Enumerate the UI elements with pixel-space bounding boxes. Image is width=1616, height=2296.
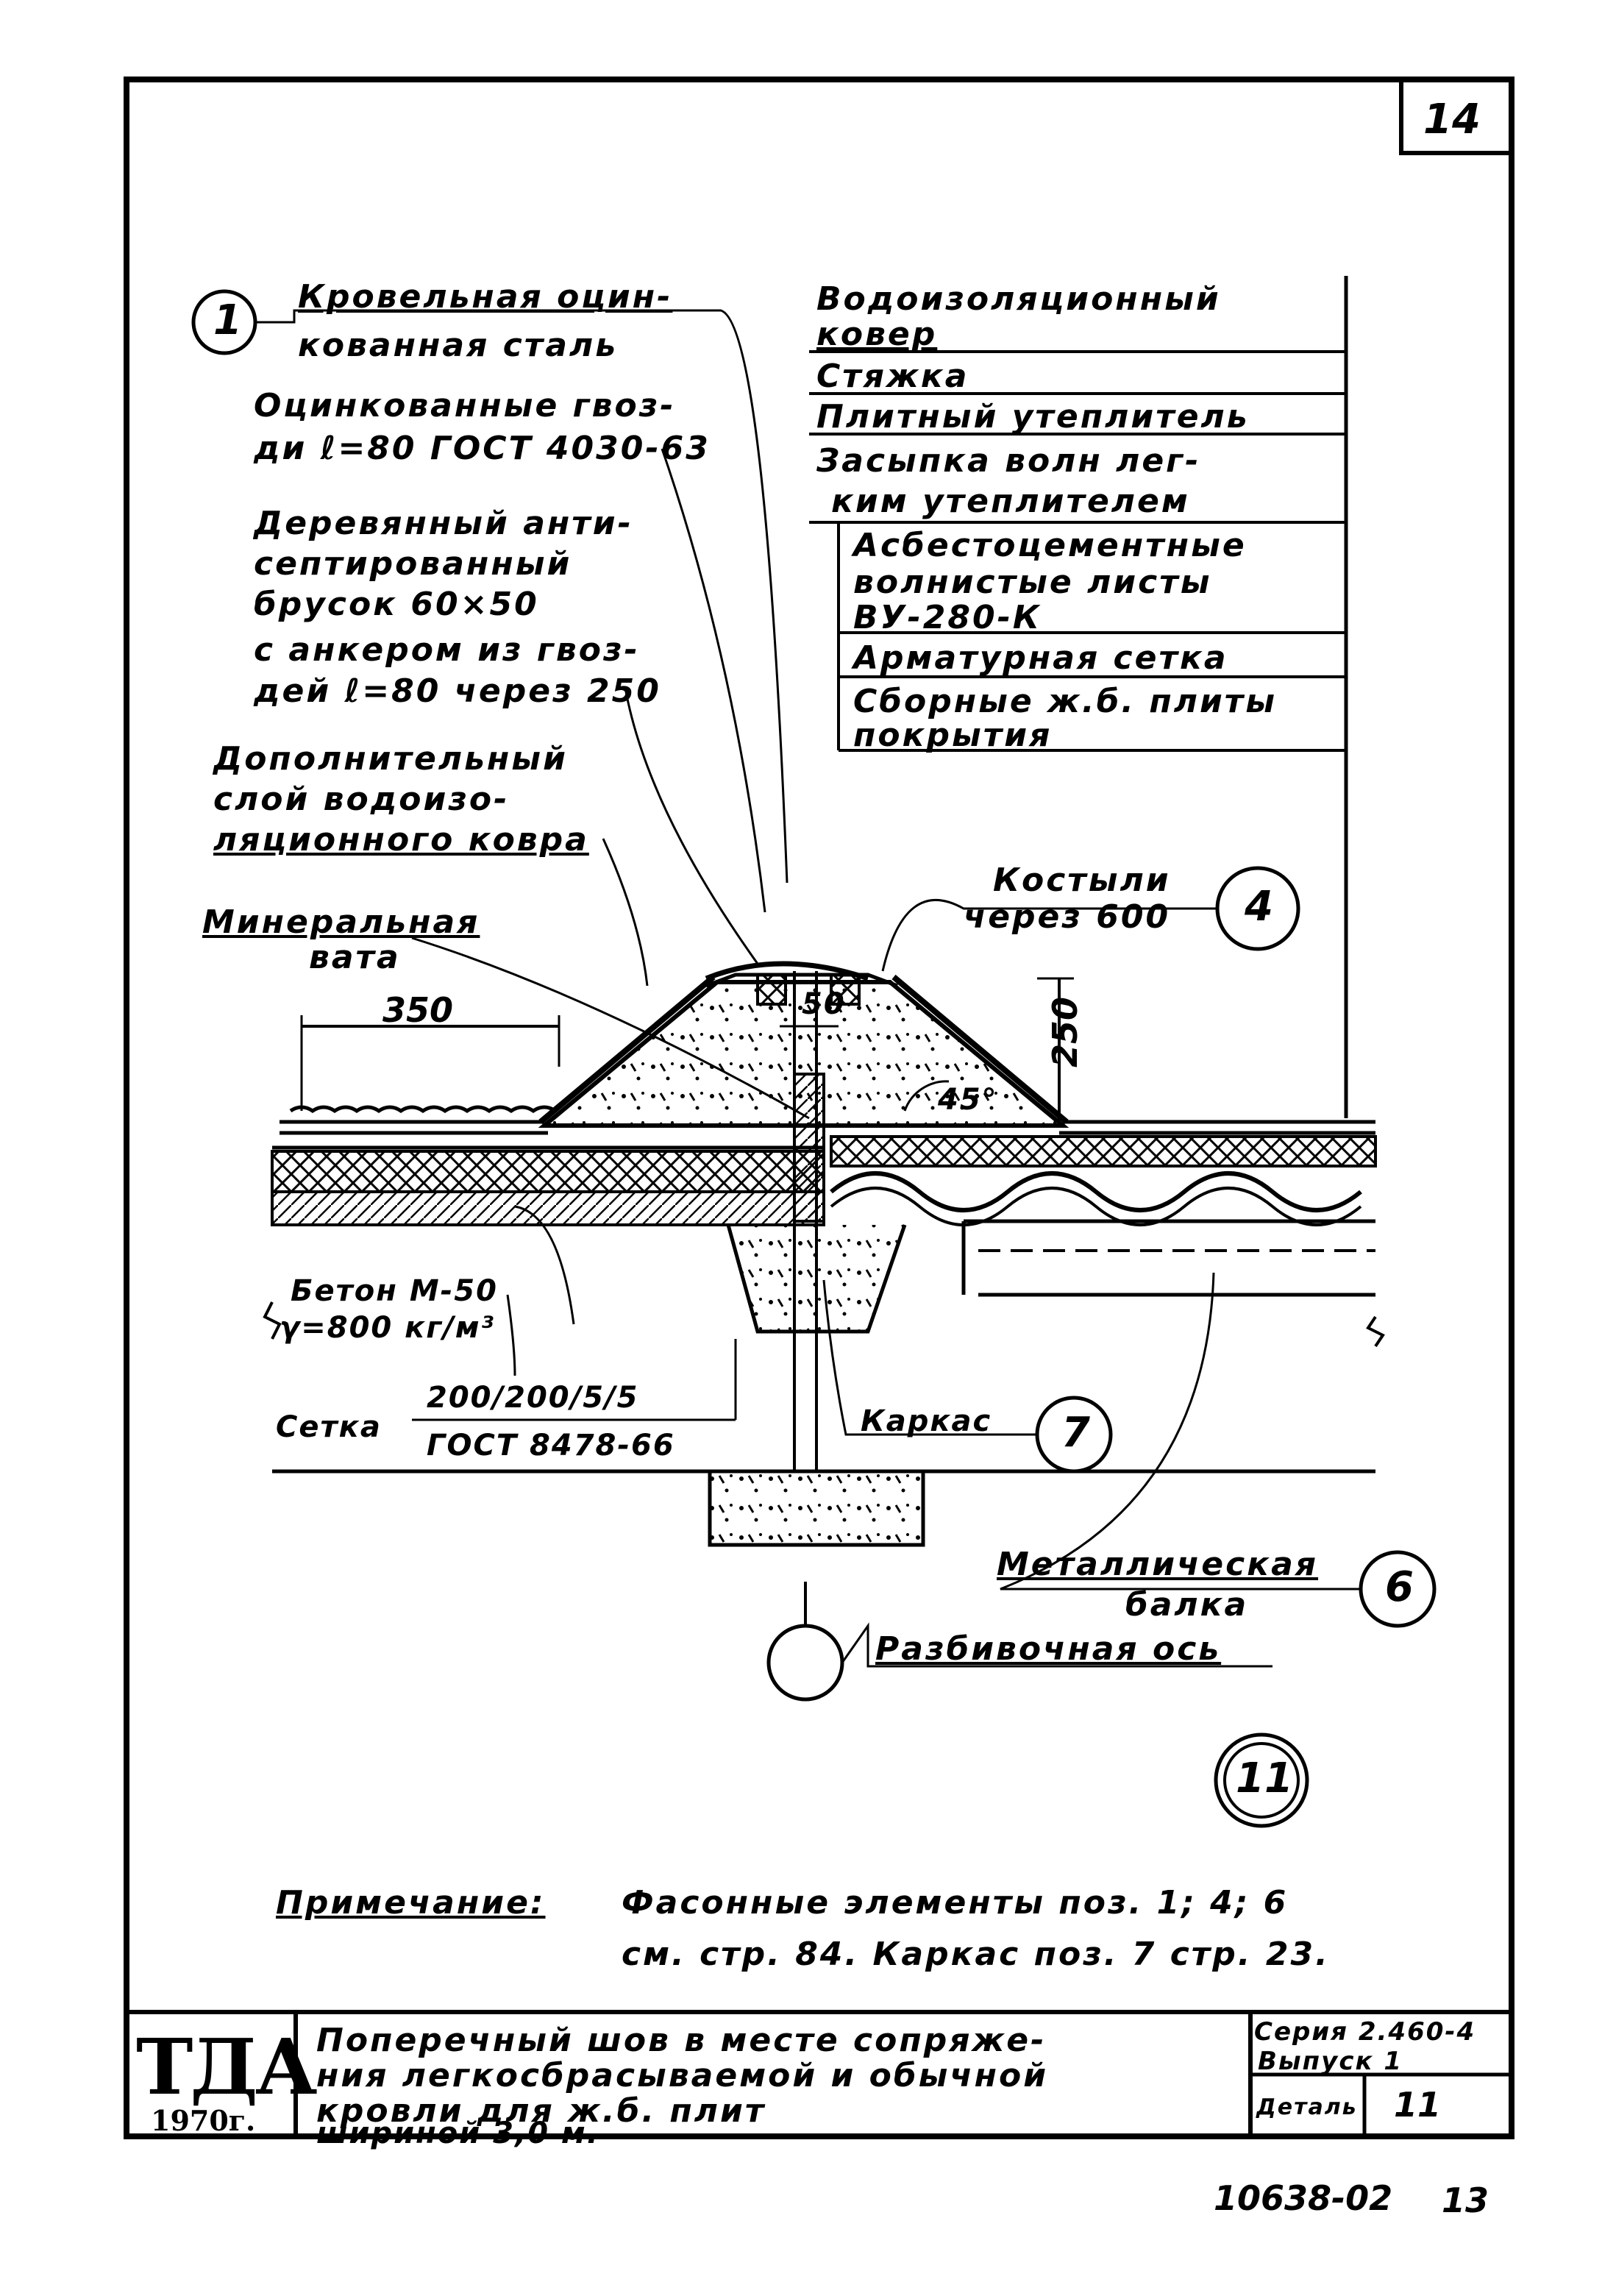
- layer-fill-1: Засыпка волн лег-: [816, 442, 1201, 480]
- callout-1-line2: кованная сталь: [298, 327, 619, 364]
- detail-circle-number: 11: [1236, 1755, 1293, 1802]
- mesh-label: Сетка: [276, 1410, 382, 1444]
- dimension-350: 350: [382, 990, 454, 1030]
- layer-sheets-3: ВУ-280-К: [853, 599, 1042, 636]
- page-number-box: [1399, 77, 1514, 155]
- bar-label-5: дей ℓ=80 через 250: [254, 672, 661, 710]
- layer-slabs-2: покрытия: [853, 717, 1053, 754]
- title-desc-4: шириной 3,0 м.: [316, 2116, 599, 2150]
- detail-value: 11: [1394, 2085, 1442, 2125]
- callout-1-line1: Кровельная оцин-: [298, 278, 673, 316]
- mesh-spec-bottom: ГОСТ 8478-66: [427, 1429, 675, 1462]
- extra-layer-label-2: слой водоизо-: [213, 781, 510, 818]
- extra-layer-label-1: Дополнительный: [213, 740, 568, 778]
- callout-4-line2: через 600: [964, 898, 1171, 936]
- title-desc-3: кровли для ж.б. плит: [316, 2092, 766, 2130]
- wool-label-2: вата: [309, 939, 401, 976]
- bar-label-4: с анкером из гвоз-: [254, 631, 640, 669]
- callout-7-number: 7: [1061, 1409, 1090, 1457]
- callout-4-line1: Костыли: [993, 861, 1171, 899]
- callout-1-number: 1: [213, 296, 242, 344]
- detail-label: Деталь: [1256, 2094, 1358, 2120]
- layer-screed: Стяжка: [816, 358, 969, 395]
- layer-mesh: Арматурная сетка: [853, 639, 1228, 677]
- drawing-code: 10638-02: [1214, 2178, 1393, 2218]
- callout-6-line2: балка: [1125, 1586, 1249, 1624]
- nails-label-2: ди ℓ=80 ГОСТ 4030-63: [254, 430, 711, 467]
- note-line-1: Фасонные элементы поз. 1; 4; 6: [622, 1884, 1289, 1922]
- page-number: 14: [1423, 96, 1481, 143]
- layer-sheets-1: Асбестоцементные: [853, 527, 1247, 564]
- bar-label-1: Деревянный анти-: [254, 505, 633, 542]
- nails-label-1: Оцинкованные гвоз-: [254, 387, 676, 424]
- callout-6-line1: Металлическая: [997, 1546, 1319, 1583]
- note-title: Примечание:: [276, 1884, 546, 1922]
- dimension-250: 250: [1045, 996, 1086, 1068]
- concrete-label-1: Бетон М-50: [291, 1274, 498, 1308]
- bar-label-3: брусок 60×50: [254, 586, 539, 623]
- layer-sheets-2: волнистые листы: [853, 564, 1212, 601]
- axis-label: Разбивочная ось: [875, 1630, 1222, 1668]
- dimension-50: 50: [802, 987, 846, 1021]
- layer-waterproofing-1: Водоизоляционный: [816, 280, 1221, 318]
- callout-7-label: Каркас: [861, 1404, 992, 1438]
- wool-label-1: Минеральная: [202, 903, 480, 941]
- callout-6-number: 6: [1385, 1563, 1414, 1611]
- extra-layer-label-3: ляционного ковра: [213, 821, 589, 859]
- callout-4-number: 4: [1245, 883, 1273, 931]
- layer-waterproofing-2: ковер: [816, 316, 938, 353]
- angle-45: 45°: [938, 1083, 998, 1117]
- series-label: Серия 2.460-4: [1254, 2017, 1476, 2047]
- layer-slabs-1: Сборные ж.б. плиты: [853, 683, 1278, 720]
- tda-logo: ТДА: [136, 2022, 318, 2112]
- issue-label: Выпуск 1: [1258, 2047, 1403, 2076]
- layer-fill-2: ким утеплителем: [831, 483, 1190, 520]
- tda-year: 1970г.: [151, 2104, 256, 2137]
- bar-label-2: септированный: [254, 545, 572, 583]
- title-desc-2: ния легкосбрасываемой и обычной: [316, 2057, 1049, 2094]
- concrete-label-2: γ=800 кг/м³: [280, 1311, 496, 1345]
- title-desc-1: Поперечный шов в месте сопряже-: [316, 2022, 1047, 2059]
- layer-insulation: Плитный утеплитель: [816, 398, 1250, 436]
- mesh-spec-top: 200/200/5/5: [427, 1381, 639, 1415]
- drawing-code-suffix: 13: [1442, 2181, 1489, 2220]
- note-line-2: см. стр. 84. Каркас поз. 7 стр. 23.: [622, 1936, 1330, 1973]
